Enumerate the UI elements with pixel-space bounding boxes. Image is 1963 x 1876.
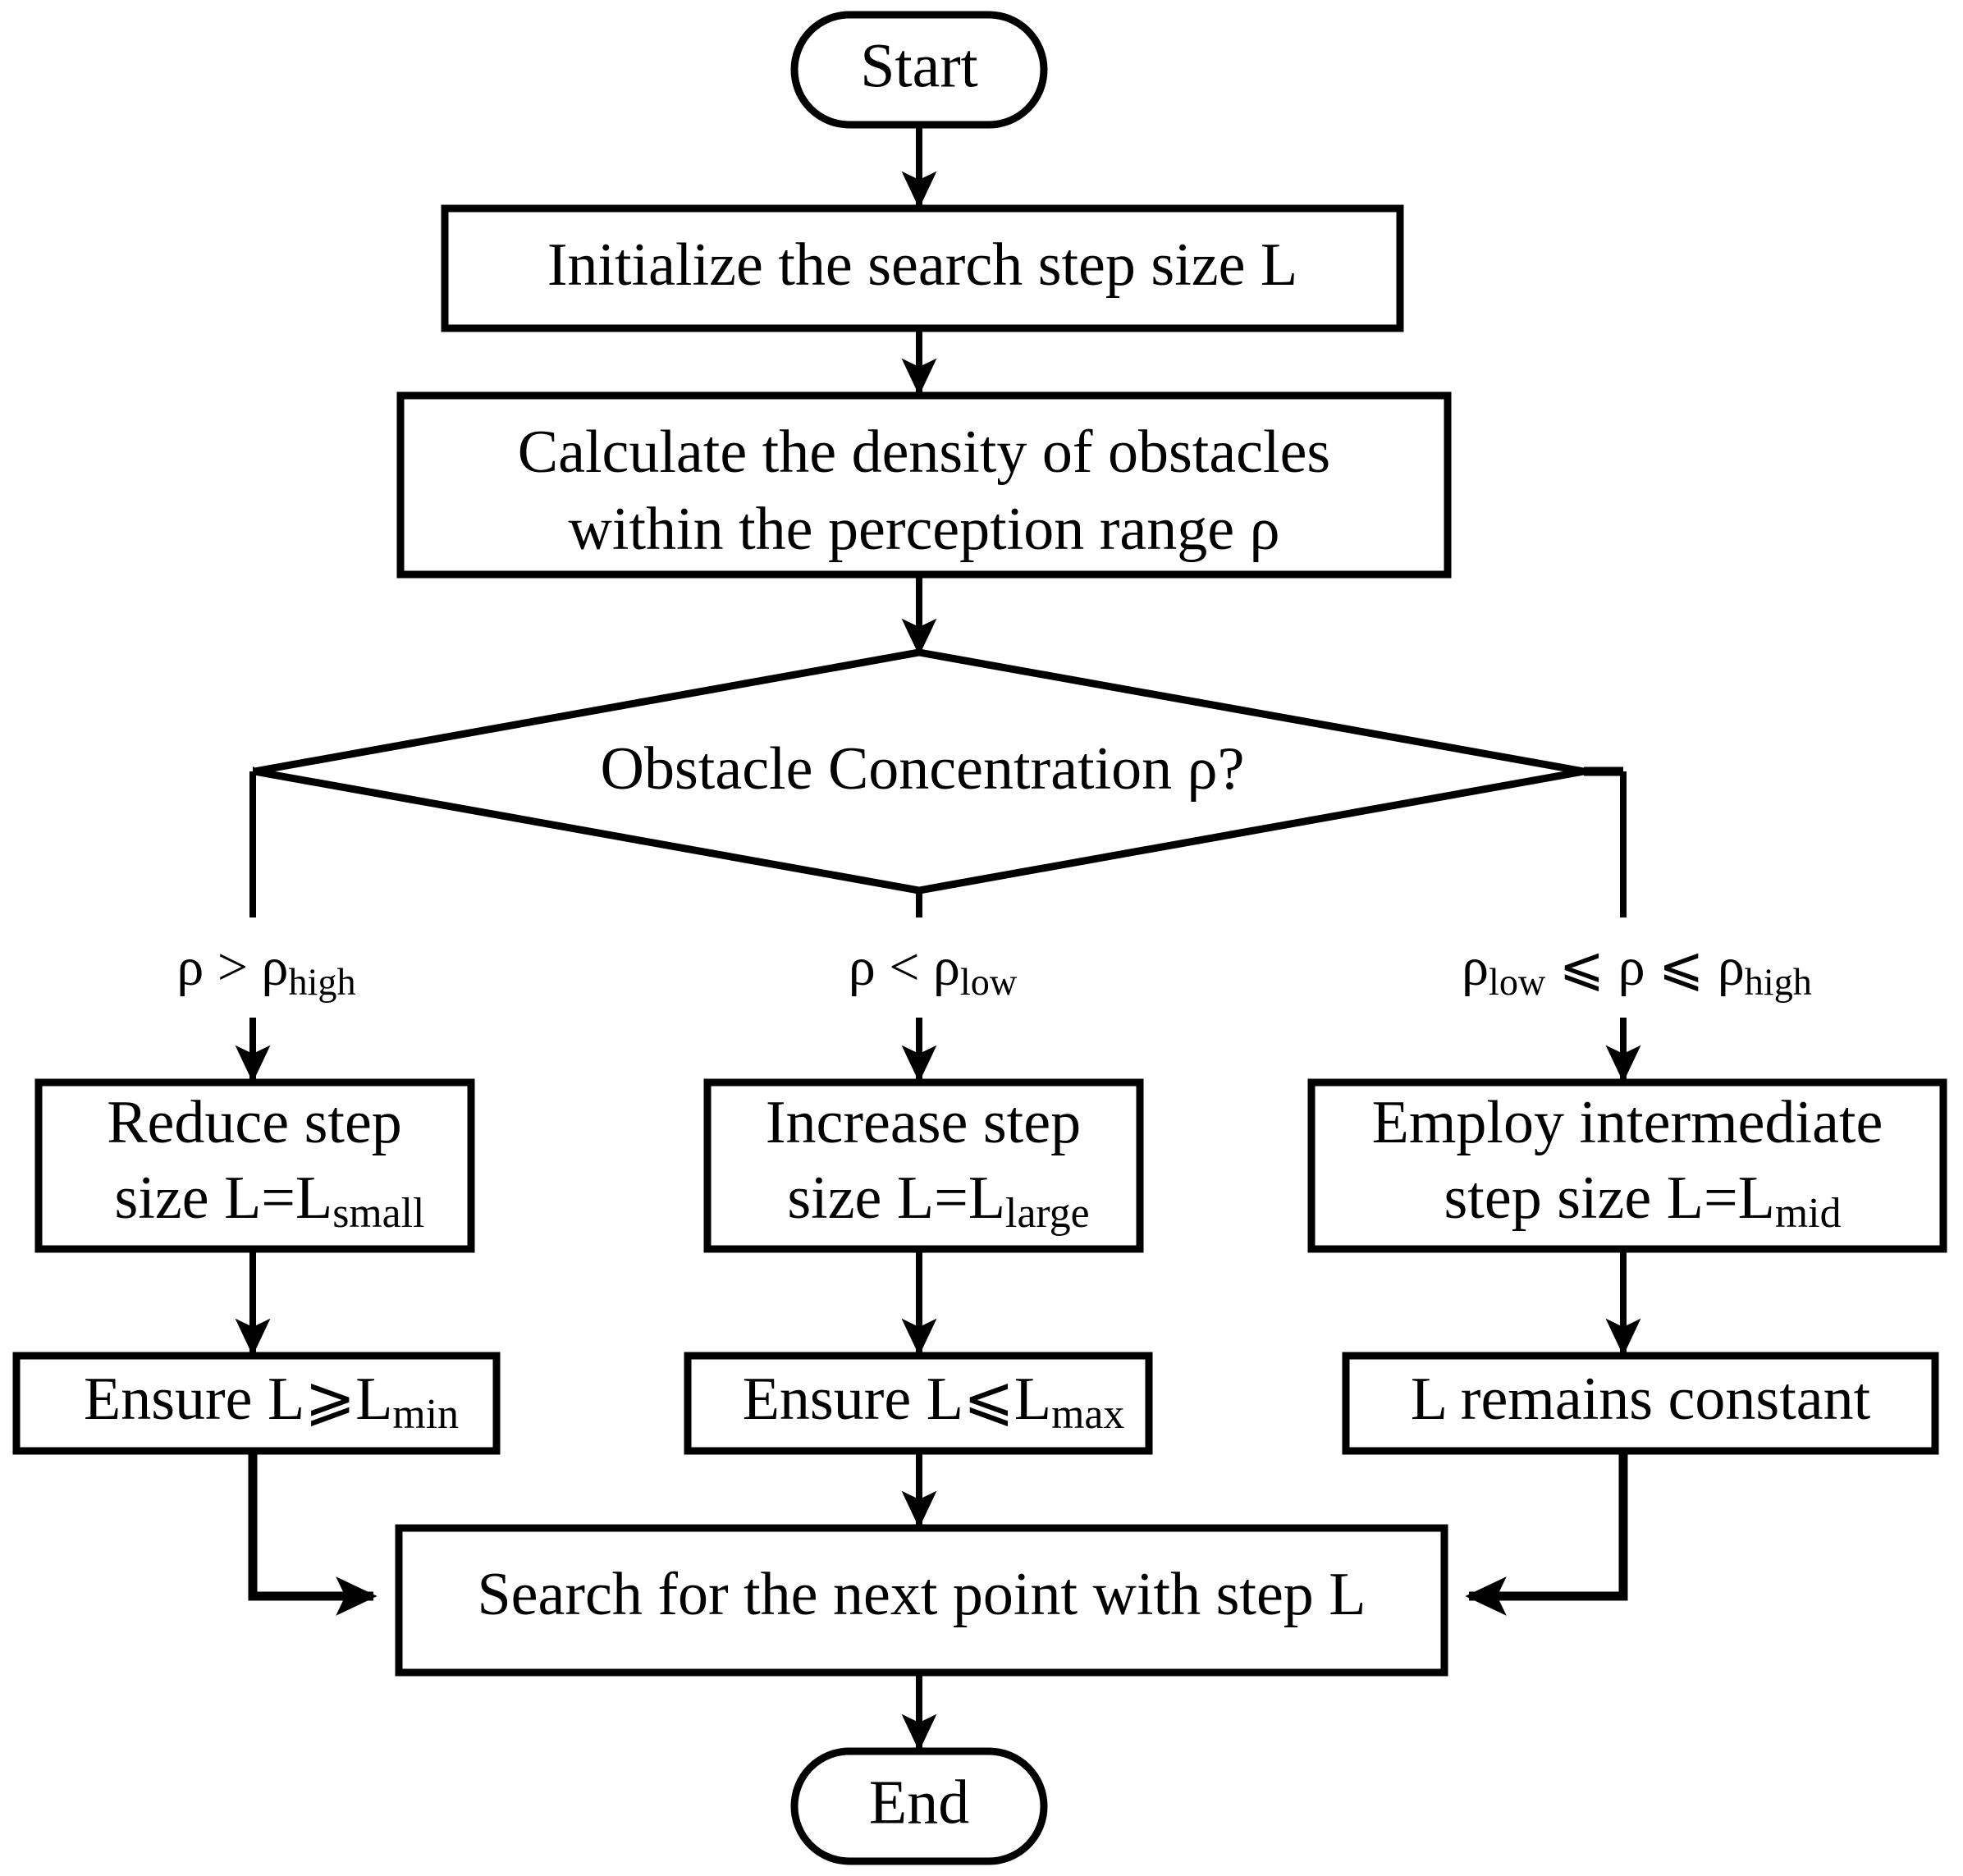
node-increase-label-line2: size L=Llarge <box>681 1164 1165 1245</box>
node-increase[interactable] <box>703 1078 1144 1253</box>
edge-label-rho-high-pre: ρ > ρ <box>176 937 288 997</box>
node-intermediate-label-line1: Employ intermediate <box>1372 1089 1883 1156</box>
edge-label-rho-mid: ρlow ⩽ ρ ⩽ ρhigh <box>1367 937 1880 1010</box>
edge-label-rho-low-pre: ρ < ρ <box>849 937 960 997</box>
node-intermediate-label-line2: step size L=Lmid <box>1338 1164 1917 1245</box>
edge-label-rho-mid-pre: ρ <box>1462 937 1489 997</box>
node-ensure-min-label-sub: min <box>392 1391 459 1438</box>
node-increase-label-line1: Increase step <box>766 1089 1081 1156</box>
node-intermediate[interactable] <box>1307 1078 1947 1253</box>
node-start[interactable] <box>790 11 1048 129</box>
node-decision[interactable] <box>254 648 1585 895</box>
node-reduce-label-line1: Reduce step <box>107 1089 402 1156</box>
node-reduce-label-line2-pre: size L=L <box>115 1164 333 1232</box>
edge-label-rho-high: ρ > ρhigh <box>82 937 423 1010</box>
node-reduce-label-line2: size L=Lsmall <box>8 1164 501 1245</box>
node-search-label: Search for the next point with step L <box>477 1561 1366 1628</box>
node-reduce[interactable] <box>34 1078 475 1253</box>
node-ensure-max-label-sub: max <box>1051 1391 1124 1438</box>
node-density[interactable] <box>396 391 1452 579</box>
node-end-label: End <box>869 1768 969 1837</box>
node-reduce-label-line2-sub: small <box>332 1190 424 1237</box>
node-ensure-max-label-pre: Ensure L⩽L <box>743 1366 1051 1433</box>
node-density-label-line2: within the perception range ρ <box>568 496 1279 563</box>
node-start-label: Start <box>860 31 978 100</box>
edge-label-rho-low-sub: low <box>960 961 1018 1003</box>
edge-label-rho-mid-sub-low: low <box>1489 961 1546 1003</box>
edge-ensuremin-to-search <box>248 1451 378 1616</box>
edge-label-rho-mid-middle: ⩽ ρ ⩽ ρ <box>1545 937 1744 997</box>
node-constant[interactable] <box>1342 1352 1939 1455</box>
node-intermediate-label-line2-pre: step size L=L <box>1444 1164 1775 1232</box>
node-increase-label-line2-pre: size L=L <box>787 1164 1005 1232</box>
node-end[interactable] <box>790 1747 1048 1865</box>
node-intermediate-label-line2-sub: mid <box>1775 1190 1842 1237</box>
node-constant-label: L remains constant <box>1411 1366 1871 1433</box>
node-increase-label-line2-sub: large <box>1005 1190 1090 1237</box>
edge-label-rho-high-sub: high <box>288 961 355 1003</box>
node-init[interactable] <box>441 204 1404 332</box>
node-search[interactable] <box>395 1524 1448 1677</box>
node-ensure-min-label: Ensure L⩾Lmin <box>0 1366 535 1446</box>
node-decision-label: Obstacle Concentration ρ? <box>601 735 1245 803</box>
node-ensure-max-label: Ensure L⩽Lmax <box>636 1366 1201 1446</box>
edge-label-rho-low: ρ < ρlow <box>753 937 1084 1010</box>
node-ensure-min-label-pre: Ensure L⩾L <box>84 1366 392 1433</box>
node-density-label-line1: Calculate the density of obstacles <box>518 419 1330 486</box>
node-ensure-min[interactable] <box>12 1352 501 1455</box>
node-ensure-max[interactable] <box>684 1352 1153 1455</box>
edge-constant-to-search <box>1465 1451 1628 1616</box>
node-init-label: Initialize the search step size L <box>547 231 1297 299</box>
edge-label-rho-mid-sub-high: high <box>1745 961 1812 1003</box>
